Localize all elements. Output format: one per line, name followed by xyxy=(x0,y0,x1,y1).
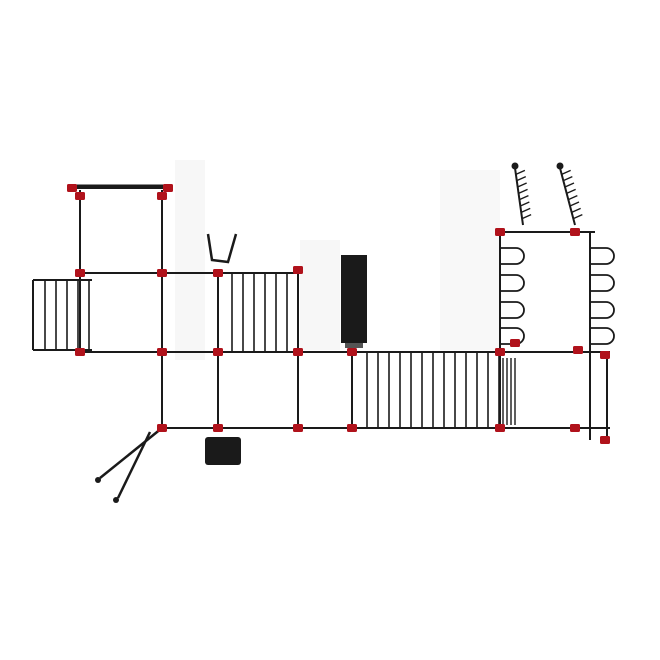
red-connector xyxy=(213,424,223,432)
peg-ladder-knob xyxy=(511,162,519,170)
red-connector xyxy=(293,266,303,274)
red-connector xyxy=(213,269,223,277)
red-connector xyxy=(600,436,610,444)
connectors xyxy=(67,184,610,444)
red-connector xyxy=(293,424,303,432)
peg xyxy=(569,201,580,207)
peg xyxy=(517,182,527,188)
red-connector xyxy=(157,269,167,277)
loop-handle xyxy=(500,274,525,292)
red-connector xyxy=(573,346,583,354)
diagonal-bar xyxy=(99,427,163,479)
red-connector xyxy=(347,348,357,356)
red-connector xyxy=(495,228,505,236)
red-connector xyxy=(495,348,505,356)
red-connector xyxy=(75,192,85,200)
red-connector xyxy=(163,184,173,192)
frame-bars xyxy=(32,184,610,440)
loop-handle xyxy=(500,247,525,265)
peg-ladder xyxy=(559,167,576,226)
red-connector xyxy=(157,348,167,356)
peg-ladder-knob xyxy=(556,162,564,170)
peg xyxy=(573,214,583,220)
peg xyxy=(520,201,530,207)
red-connector xyxy=(347,424,357,432)
peg xyxy=(518,188,528,194)
peg xyxy=(516,176,527,182)
step-pad-icon xyxy=(205,437,241,465)
red-connector xyxy=(570,228,580,236)
loop-handle xyxy=(590,274,615,292)
dip-bars-icon xyxy=(206,233,238,264)
red-connector xyxy=(213,348,223,356)
red-connector xyxy=(75,269,85,277)
peg xyxy=(521,214,532,220)
floor-shadows xyxy=(175,160,500,360)
bench-foot xyxy=(345,343,363,348)
red-connector xyxy=(67,184,77,192)
peg xyxy=(519,195,529,201)
red-connector xyxy=(510,339,520,347)
red-connector xyxy=(570,424,580,432)
peg xyxy=(561,169,571,175)
peg xyxy=(571,207,581,213)
peg xyxy=(563,176,573,182)
bar-end xyxy=(113,497,119,503)
red-connector xyxy=(157,192,167,200)
loop-handle xyxy=(590,327,615,345)
red-connector xyxy=(495,424,505,432)
red-connector xyxy=(293,348,303,356)
red-connector xyxy=(75,348,85,356)
peg xyxy=(520,207,531,213)
ladder-rungs xyxy=(44,273,516,428)
loop-handle xyxy=(500,301,525,319)
peg xyxy=(515,169,526,175)
loop-handle xyxy=(590,301,615,319)
loop-handle xyxy=(590,247,615,265)
peg xyxy=(568,195,578,201)
diagonal-bar xyxy=(116,431,152,499)
bench-icon xyxy=(341,255,367,343)
equipment xyxy=(95,162,615,503)
red-connector xyxy=(600,351,610,359)
peg xyxy=(564,182,575,188)
red-connector xyxy=(157,424,167,432)
peg-ladder xyxy=(514,167,524,226)
bar-end xyxy=(95,477,101,483)
peg xyxy=(566,188,576,194)
